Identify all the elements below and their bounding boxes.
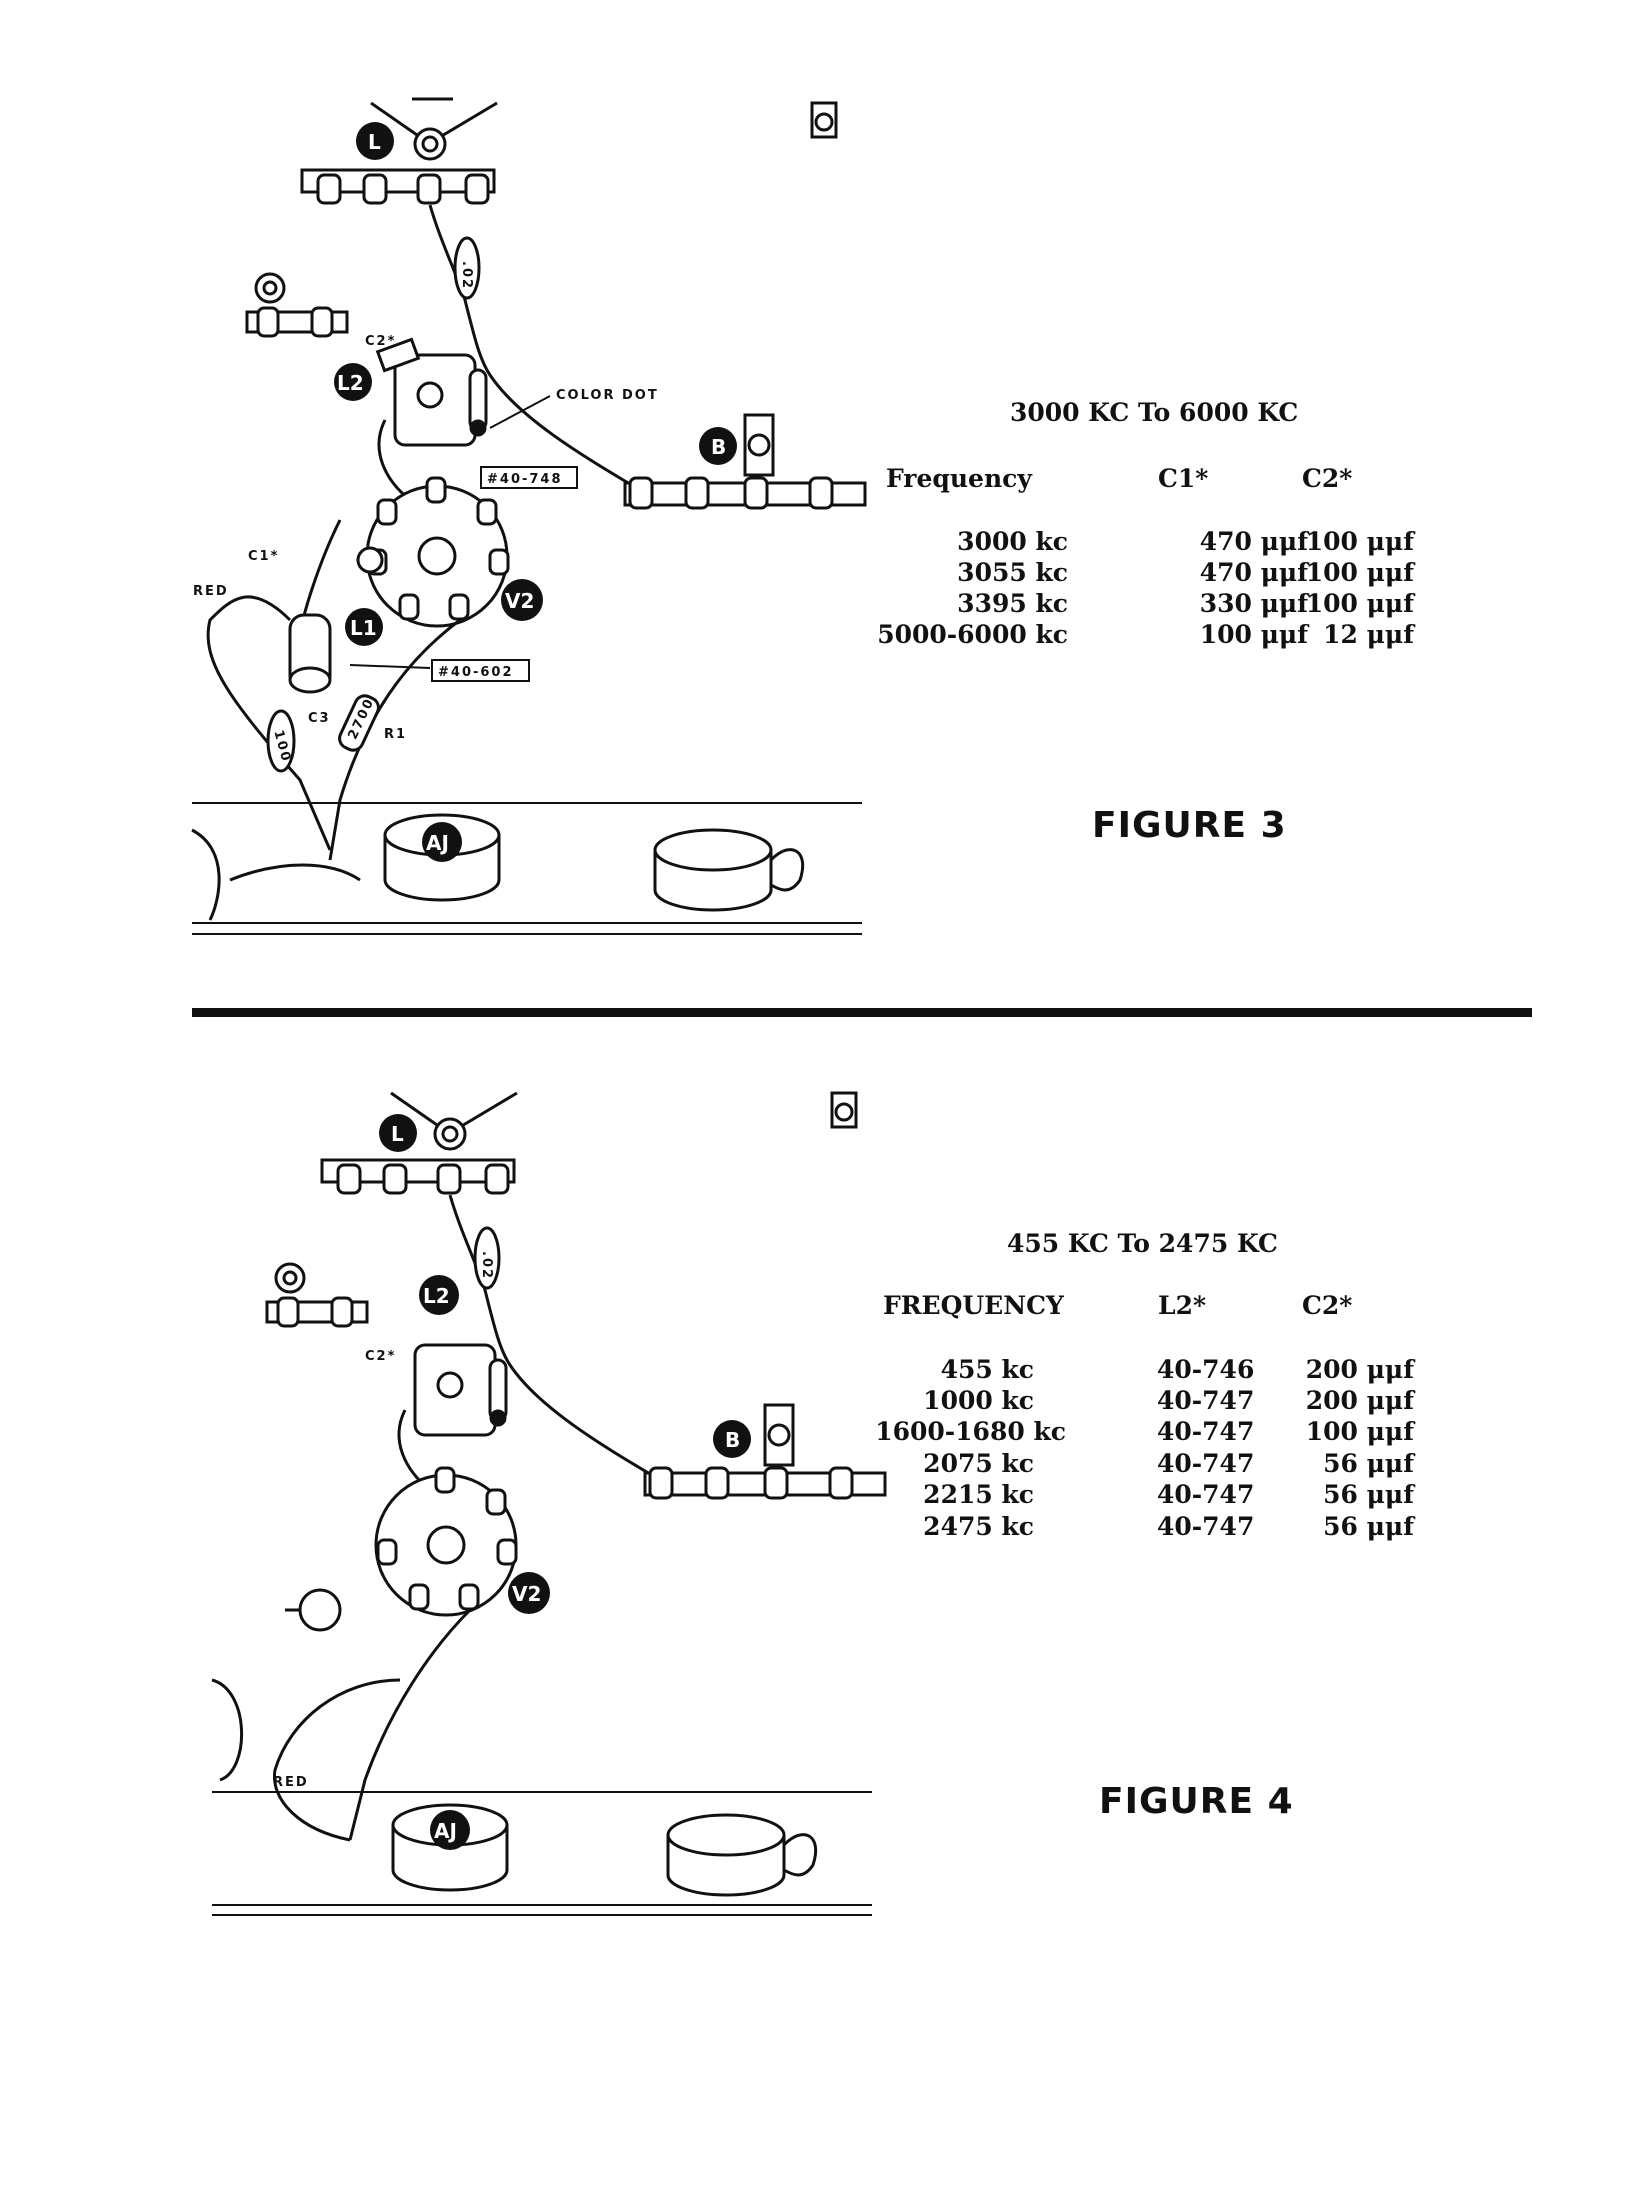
part-number-l2: #40-748 [487,472,563,487]
c3-label: C3 [308,711,331,726]
table-cell: 56 μμf [1323,1449,1414,1478]
terminal-strip-b [643,1403,887,1500]
c2-label: C2* [365,1349,396,1364]
nut-icon [810,101,838,139]
badge-b: B [725,1428,740,1452]
badge-l2: L2 [423,1284,450,1308]
c1-label: C1* [248,549,279,564]
table-cell: 3000 kc [957,527,1068,556]
nut-icon [830,1091,858,1129]
badge-aj: AJ [434,1819,457,1843]
badge-l: L [391,1122,404,1146]
table-cell: 2215 kc [923,1480,1034,1509]
table-cell: 100 μμf [1305,527,1414,556]
table-cell: 5000-6000 kc [877,620,1068,649]
table-cell: 56 μμf [1323,1512,1414,1541]
c2-label: C2* [365,334,396,349]
capacitor-02 [473,1226,501,1290]
color-dot-label: COLOR DOT [556,388,659,403]
table-cell: 40-747 [1157,1480,1255,1509]
knob-right [666,1813,818,1897]
table-cell: 100 μμf [1199,620,1308,649]
badge-v2: V2 [512,1582,541,1606]
column-header-frequency: FREQUENCY [883,1291,1064,1320]
figure3-wiring-diagram: COLOR DOT #40-748 #40-602 RED C1* C2* C3… [191,97,867,935]
coil-l2 [375,337,488,447]
terminal-strip-small [265,1262,369,1328]
table-cell: 40-747 [1157,1449,1255,1478]
table-cell: 100 μμf [1305,558,1414,587]
resistor-2700 [338,694,380,752]
table-title: 3000 KC To 6000 KC [1010,398,1299,427]
badge-aj: AJ [426,831,449,855]
badge-l2: L2 [337,371,364,395]
figure3-caption: FIGURE 3 [1092,805,1287,846]
terminal-strip-small [245,272,349,338]
cap-02-label: .02 [459,261,474,290]
table-cell: 200 μμf [1305,1355,1414,1384]
capacitor-02 [453,236,481,300]
column-header-c1: C1* [1158,464,1209,493]
figure4-wiring-diagram: RED C2* .02 L L2 B V2 AJ [211,1091,887,1916]
table-cell: 330 μμf [1199,589,1308,618]
table-cell: 3395 kc [957,589,1068,618]
figure4-caption: FIGURE 4 [1099,1781,1294,1822]
table-cell: 470 μμf [1199,527,1308,556]
tube-socket-v2 [374,1466,518,1617]
coil-l1 [288,613,332,694]
table-cell: 40-747 [1157,1386,1255,1415]
table-cell: 1000 kc [923,1386,1034,1415]
section-divider [192,1008,1532,1017]
table-cell: 2475 kc [923,1512,1034,1541]
cap-02-label: .02 [479,1251,494,1280]
badge-l1: L1 [350,616,377,640]
column-header-frequency: Frequency [886,464,1032,493]
badge-b: B [711,435,726,459]
knob-right [653,828,805,912]
table-cell: 470 μμf [1199,558,1308,587]
table-cell: 2075 kc [923,1449,1034,1478]
table-cell: 56 μμf [1323,1480,1414,1509]
capacitor-100 [266,709,296,773]
table-cell: 40-746 [1157,1355,1255,1384]
table-cell: 12 μμf [1323,620,1414,649]
table-cell: 100 μμf [1305,589,1414,618]
coil-l2 [413,1343,508,1437]
red-wire-label: RED [193,584,229,599]
table-cell: 455 kc [940,1355,1034,1384]
column-header-l2: L2* [1158,1291,1207,1320]
column-header-c2: C2* [1302,1291,1353,1320]
table-title: 455 KC To 2475 KC [1007,1229,1278,1258]
r1-label: R1 [384,727,407,742]
table-cell: 100 μμf [1305,1417,1414,1446]
table-cell: 40-747 [1157,1417,1255,1446]
red-wire-label: RED [273,1775,309,1790]
terminal-strip-top [300,127,496,205]
table-cell: 3055 kc [957,558,1068,587]
badge-l: L [368,130,381,154]
column-header-c2: C2* [1302,464,1353,493]
part-number-l1: #40-602 [438,665,514,680]
keyhole-mount [285,1588,342,1632]
table-cell: 40-747 [1157,1512,1255,1541]
tube-socket-v2 [356,476,510,628]
badge-v2: V2 [505,589,534,613]
table-cell: 1600-1680 kc [875,1417,1066,1446]
terminal-strip-top [320,1117,516,1195]
table-cell: 200 μμf [1305,1386,1414,1415]
terminal-strip-b [623,413,867,510]
